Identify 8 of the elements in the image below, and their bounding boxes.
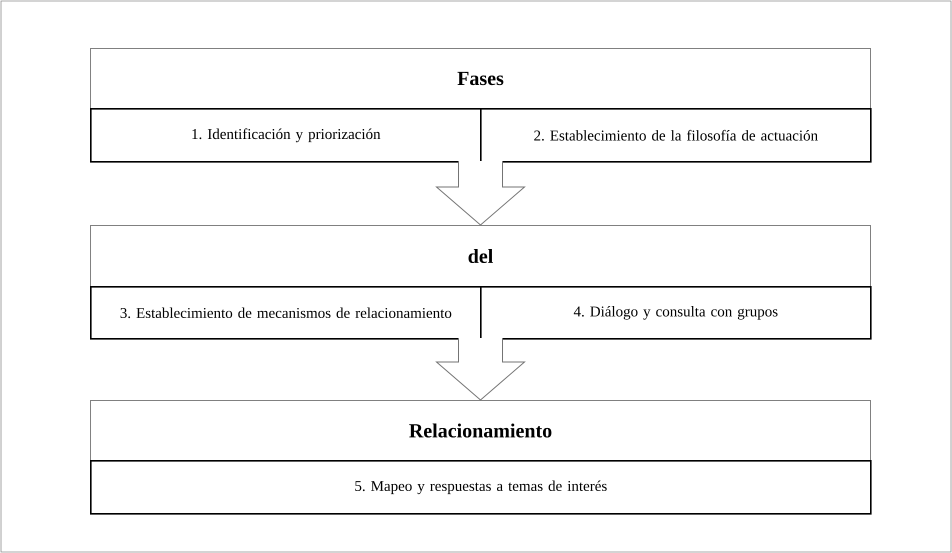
step-box: 3. Establecimiento de mecanismos de relacionamiento bbox=[90, 286, 482, 340]
step-box: 5. Mapeo y respuestas a temas de interés bbox=[90, 460, 872, 515]
phase-header: Relacionamiento bbox=[90, 400, 871, 461]
step-box: 4. Diálogo y consulta con grupos bbox=[480, 286, 872, 340]
block-arrow bbox=[435, 338, 526, 401]
step-box: 2. Establecimiento de la filosofía de actuación bbox=[480, 108, 872, 163]
step-box: 1. Identificación y priorización bbox=[90, 108, 482, 163]
block-arrow bbox=[435, 160, 526, 226]
